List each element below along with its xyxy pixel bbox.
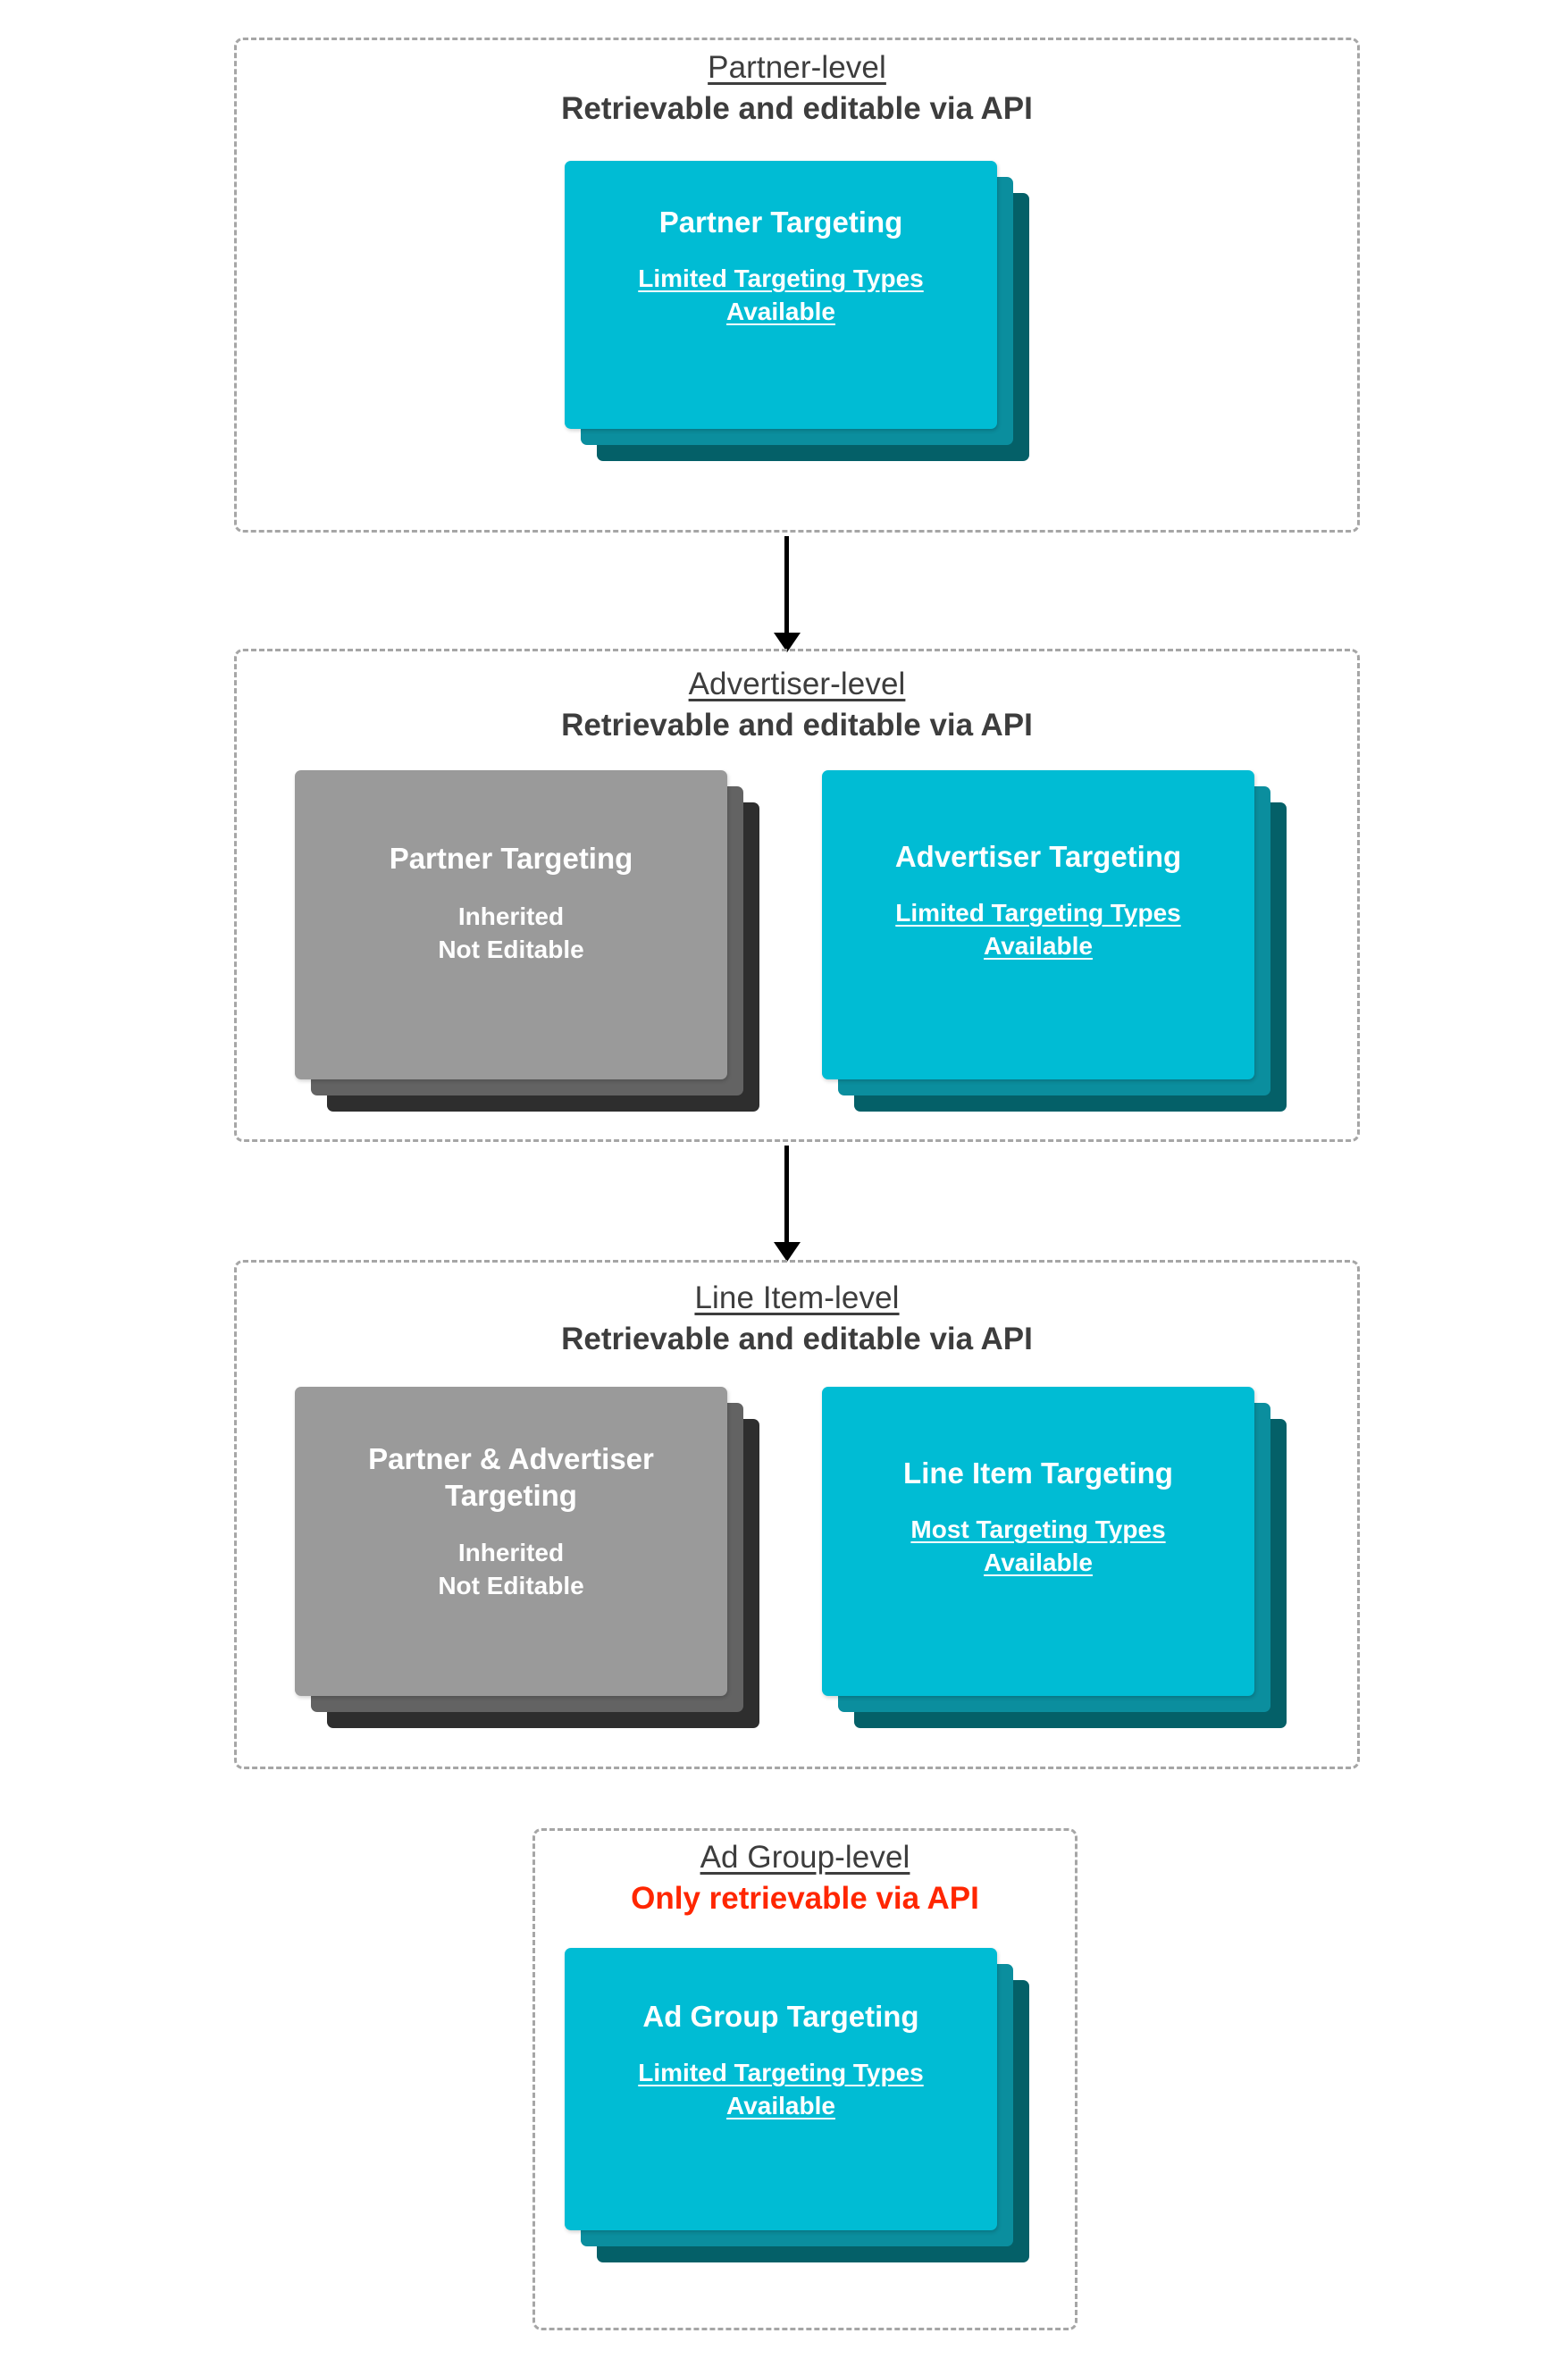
card-subtitle-line2: Available	[984, 932, 1093, 961]
card-title: Partner & Advertiser Targeting	[368, 1442, 654, 1513]
level-box-ad-group	[532, 1828, 1077, 2330]
card-stack-line-item-inherited: Partner & Advertiser Targeting Inherited…	[295, 1387, 759, 1728]
card-title: Line Item Targeting	[903, 1456, 1173, 1490]
card-title: Partner Targeting	[389, 842, 633, 875]
card-stack-advertiser-inherited: Partner Targeting Inherited Not Editable	[295, 770, 759, 1112]
card-title: Partner Targeting	[658, 206, 903, 239]
level-box-advertiser	[234, 649, 1360, 1142]
connector-partner-to-advertiser	[774, 536, 801, 652]
card-advertiser-targeting[interactable]: Advertiser Targeting Limited Targeting T…	[822, 770, 1254, 1079]
card-subtitle-line2: Not Editable	[438, 936, 584, 964]
card-subtitle-line1: Most Targeting Types	[910, 1515, 1166, 1544]
connector-arrowhead	[774, 633, 801, 652]
card-subtitle-line2: Available	[726, 298, 835, 326]
card-title: Advertiser Targeting	[894, 840, 1182, 873]
card-subtitle-line2: Not Editable	[438, 1571, 584, 1599]
card-line-item-inherited[interactable]: Partner & Advertiser Targeting Inherited…	[295, 1387, 727, 1696]
connector-shaft	[784, 1146, 789, 1244]
card-subtitle-line1: Inherited	[457, 1538, 565, 1566]
card-stack-ad-group-targeting: Ad Group Targeting Limited Targeting Typ…	[565, 1948, 1029, 2262]
card-title: Ad Group Targeting	[642, 2000, 919, 2033]
card-stack-line-item-targeting: Line Item Targeting Most Targeting Types…	[822, 1387, 1287, 1728]
level-box-line-item	[234, 1260, 1360, 1769]
card-subtitle-line1: Limited Targeting Types	[638, 264, 924, 293]
card-stack-advertiser-targeting: Advertiser Targeting Limited Targeting T…	[822, 770, 1287, 1112]
card-subtitle: Inherited Not Editable	[316, 900, 706, 966]
card-partner-targeting[interactable]: Partner Targeting Limited Targeting Type…	[565, 161, 997, 429]
card-subtitle-line1: Inherited	[457, 902, 565, 931]
card-subtitle: Limited Targeting Types Available	[843, 896, 1233, 962]
level-box-partner	[234, 38, 1360, 533]
connector-shaft	[784, 536, 789, 634]
connector-advertiser-to-line-item	[774, 1146, 801, 1262]
card-subtitle: Limited Targeting Types Available	[586, 262, 976, 328]
connector-arrowhead	[774, 1242, 801, 1262]
card-subtitle-line2: Available	[726, 2092, 835, 2120]
card-subtitle-line1: Limited Targeting Types	[638, 2059, 924, 2087]
card-subtitle-line1: Limited Targeting Types	[895, 899, 1181, 927]
card-advertiser-inherited-partner[interactable]: Partner Targeting Inherited Not Editable	[295, 770, 727, 1079]
card-stack-partner-targeting: Partner Targeting Limited Targeting Type…	[565, 161, 1029, 461]
card-subtitle: Inherited Not Editable	[316, 1536, 706, 1602]
card-subtitle-line2: Available	[984, 1549, 1093, 1577]
card-subtitle: Most Targeting Types Available	[843, 1513, 1233, 1579]
card-subtitle: Limited Targeting Types Available	[586, 2056, 976, 2122]
card-line-item-targeting[interactable]: Line Item Targeting Most Targeting Types…	[822, 1387, 1254, 1696]
card-ad-group-targeting[interactable]: Ad Group Targeting Limited Targeting Typ…	[565, 1948, 997, 2230]
